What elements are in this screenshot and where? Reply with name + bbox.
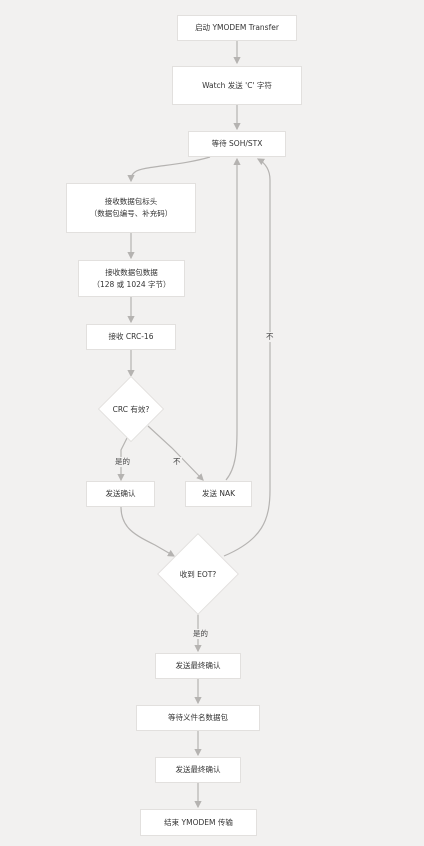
node-wait-filename: 等待义件名数据包 bbox=[136, 705, 260, 731]
edge-valid-ack bbox=[117, 437, 128, 482]
edge-nak-wait bbox=[225, 157, 241, 481]
node-send-final-ack: 发送最终确认 bbox=[155, 653, 241, 679]
node-end: 结束 YMODEM 传输 bbox=[140, 809, 257, 836]
node-recv-header: 接收数据包标头 （数据包编号、补充码） bbox=[66, 183, 196, 233]
edge-label-crc-no: 不 bbox=[172, 457, 182, 467]
node-send-ack: 发送确认 bbox=[86, 481, 155, 507]
edge-wait-header bbox=[127, 156, 211, 183]
edge-valid-nak bbox=[147, 425, 204, 481]
node-watch: Watch 发送 'C' 字符 bbox=[172, 66, 302, 105]
node-recv-crc: 接收 CRC-16 bbox=[86, 324, 176, 350]
decision-crc-valid: CRC 有效? bbox=[97, 375, 165, 443]
node-recv-data: 接收数据包数据 （128 或 1024 字节） bbox=[78, 260, 185, 297]
node-start: 启动 YMODEM Transfer bbox=[177, 15, 297, 41]
node-send-nak: 发送 NAK bbox=[185, 481, 252, 507]
decision-recv-eot-label: 收到 EOT? bbox=[179, 569, 217, 579]
edge-label-crc-yes: 是的 bbox=[114, 457, 131, 467]
node-wait-soh: 等待 SOH/STX bbox=[188, 131, 286, 157]
edge-label-eot-yes: 是的 bbox=[192, 629, 209, 639]
decision-recv-eot: 收到 EOT? bbox=[156, 532, 240, 616]
decision-crc-valid-label: CRC 有效? bbox=[112, 404, 150, 414]
edge-eot-wait bbox=[223, 158, 271, 557]
node-send-final-ack-2: 发送最终确认 bbox=[155, 757, 241, 783]
edge-ack-eot bbox=[120, 506, 176, 557]
edge-label-eot-no: 不 bbox=[265, 332, 275, 342]
